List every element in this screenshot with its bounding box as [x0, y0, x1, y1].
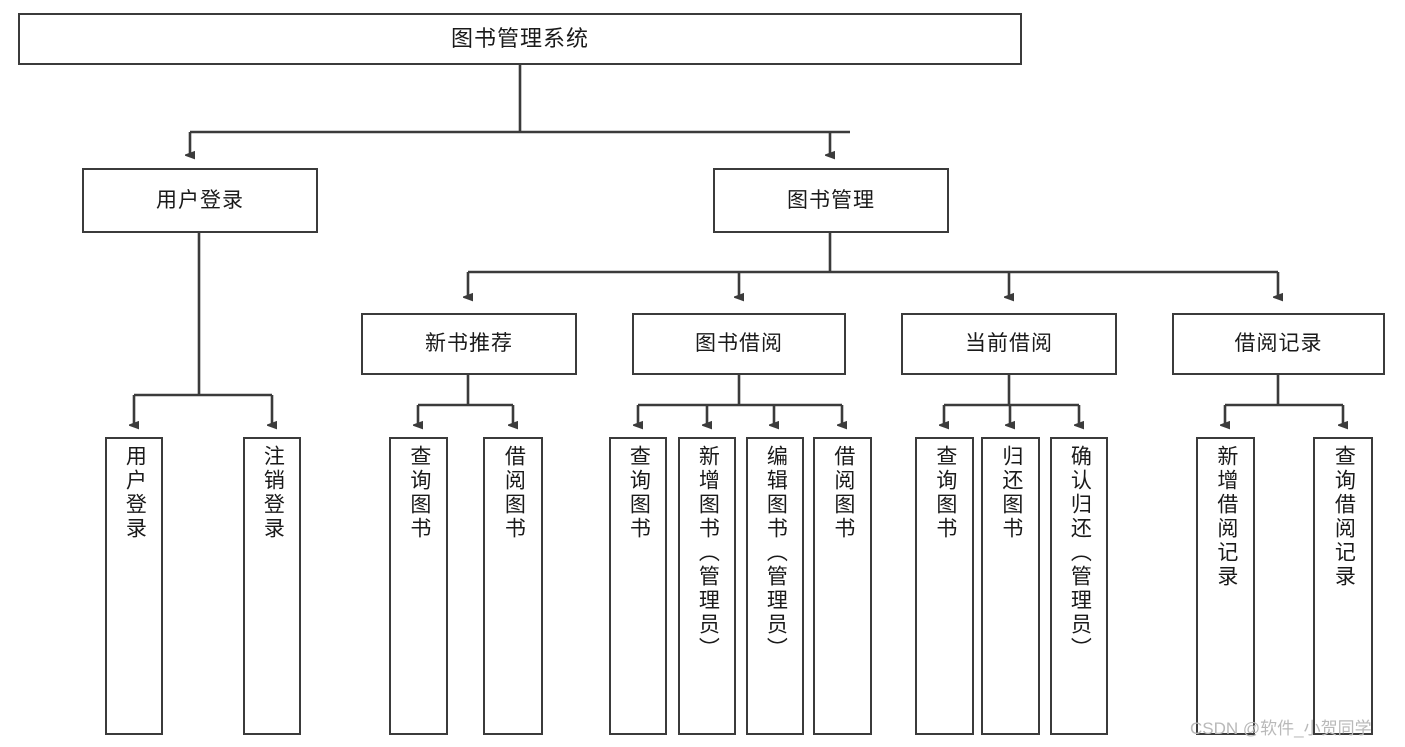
- node-label: 借阅记录: [1234, 332, 1323, 356]
- node-label: 新增图书（管理员）: [696, 445, 720, 661]
- node-label: 新书推荐: [425, 332, 513, 356]
- leaf-query-book-1[interactable]: 查询图书: [389, 437, 448, 735]
- leaf-return-book[interactable]: 归还图书: [981, 437, 1040, 735]
- node-label: 确认归还（管理员）: [1068, 445, 1092, 661]
- node-root[interactable]: 图书管理系统: [18, 13, 1022, 65]
- node-label: 查询图书: [407, 445, 431, 541]
- node-label: 借阅图书: [831, 445, 855, 541]
- leaf-logout[interactable]: 注销登录: [243, 437, 301, 735]
- leaf-confirm-return[interactable]: 确认归还（管理员）: [1050, 437, 1108, 735]
- node-current-borrow[interactable]: 当前借阅: [901, 313, 1117, 375]
- leaf-borrow-book-2[interactable]: 借阅图书: [813, 437, 872, 735]
- leaf-user-login[interactable]: 用户登录: [105, 437, 163, 735]
- leaf-add-book[interactable]: 新增图书（管理员）: [678, 437, 736, 735]
- leaf-query-book-3[interactable]: 查询图书: [915, 437, 974, 735]
- node-book-borrow[interactable]: 图书借阅: [632, 313, 846, 375]
- node-user-login[interactable]: 用户登录: [82, 168, 318, 233]
- node-label: 查询图书: [627, 445, 651, 541]
- leaf-edit-book[interactable]: 编辑图书（管理员）: [746, 437, 804, 735]
- node-new-book-rec[interactable]: 新书推荐: [361, 313, 577, 375]
- csdn-watermark: CSDN @软件_小贺同学: [1190, 719, 1372, 738]
- node-label: 新增借阅记录: [1214, 445, 1238, 589]
- node-label: 借阅图书: [502, 445, 526, 541]
- node-label: 当前借阅: [965, 332, 1053, 356]
- leaf-add-record[interactable]: 新增借阅记录: [1196, 437, 1255, 735]
- leaf-query-book-2[interactable]: 查询图书: [609, 437, 667, 735]
- node-label: 编辑图书（管理员）: [764, 445, 788, 661]
- node-label: 用户登录: [123, 445, 147, 541]
- node-label: 图书管理系统: [450, 25, 589, 51]
- leaf-borrow-book-1[interactable]: 借阅图书: [483, 437, 543, 735]
- node-label: 查询图书: [933, 445, 957, 541]
- node-label: 图书借阅: [695, 332, 783, 356]
- node-label: 归还图书: [999, 445, 1023, 541]
- node-label: 图书管理: [787, 188, 875, 212]
- node-label: 注销登录: [261, 445, 285, 541]
- node-book-manage[interactable]: 图书管理: [713, 168, 949, 233]
- leaf-query-record[interactable]: 查询借阅记录: [1313, 437, 1373, 735]
- node-label: 用户登录: [156, 188, 244, 212]
- node-borrow-record[interactable]: 借阅记录: [1172, 313, 1385, 375]
- node-label: 查询借阅记录: [1332, 445, 1356, 589]
